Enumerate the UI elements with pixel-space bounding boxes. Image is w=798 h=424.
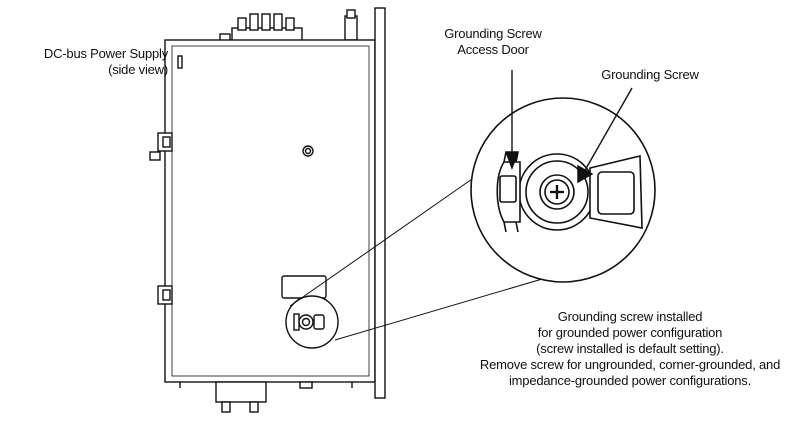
power-supply-label: DC-bus Power Supply (side view) (0, 46, 168, 78)
note-line-2: for grounded power configuration (537, 325, 723, 340)
note-line-3: (screw installed is default setting). (536, 341, 724, 356)
note-line-4: Remove screw for ungrounded, corner-grou… (479, 357, 781, 372)
power-supply-label-line1: DC-bus Power Supply (43, 46, 168, 61)
detail-callout-large (470, 97, 656, 283)
access-door-label-line1: Grounding Screw (444, 26, 542, 41)
bottom-connector (215, 381, 313, 413)
power-supply-body (149, 7, 386, 413)
grounding-screw-label: Grounding Screw (580, 67, 720, 83)
configuration-note: Grounding screw installed for grounded p… (470, 309, 790, 389)
grounding-access-area (281, 275, 327, 299)
housing-outline (164, 39, 376, 383)
detail-callout-small (285, 295, 339, 349)
note-line-1: Grounding screw installed (557, 309, 703, 324)
power-supply-label-line2: (side view) (108, 62, 168, 77)
callout-arrows (504, 70, 633, 184)
access-door-label: Grounding Screw Access Door (418, 26, 568, 58)
access-door-label-line2: Access Door (457, 42, 529, 57)
note-line-5: impedance-grounded power configurations. (508, 373, 752, 388)
mounting-flange (374, 7, 386, 399)
top-connector (219, 9, 358, 43)
grounding-screw-label-text: Grounding Screw (601, 67, 699, 82)
